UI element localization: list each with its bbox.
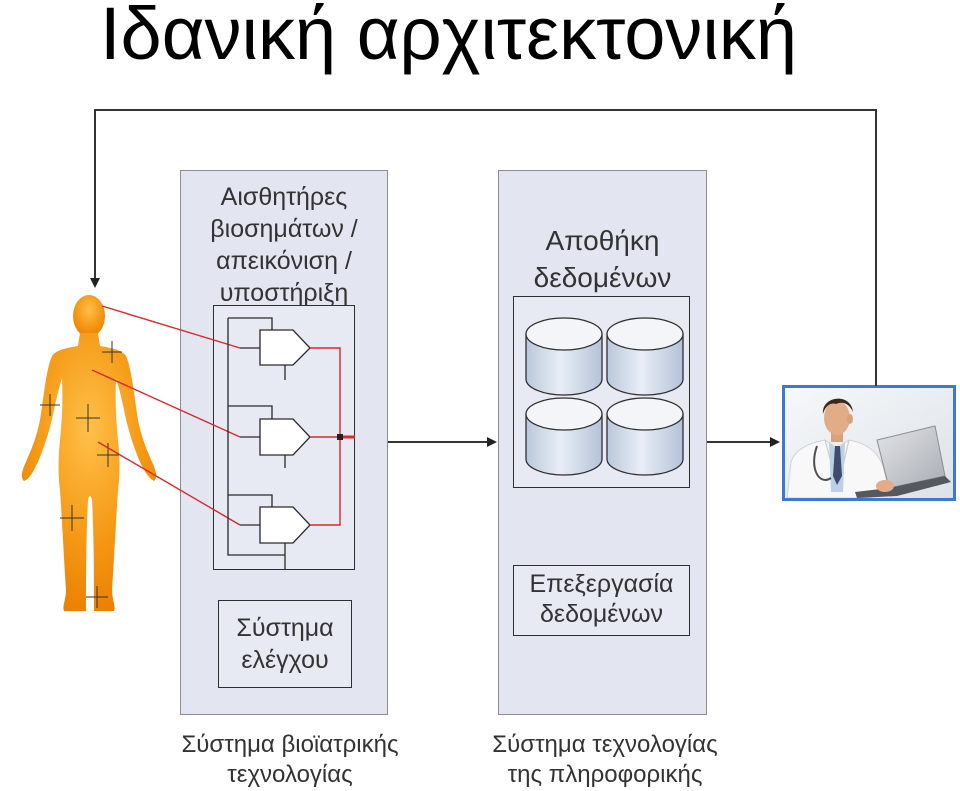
doctor-hand: [876, 480, 894, 492]
sensor-markers: [40, 341, 122, 608]
doctor-with-laptop-icon: [785, 388, 953, 498]
doctor-photo: [782, 385, 956, 501]
control-label-line: ελέγχου: [241, 646, 329, 674]
doctor-ear: [847, 414, 853, 424]
slide-title: Ιδανική αρχιτεκτονική: [100, 0, 798, 75]
control-system-label: Σύστημα ελέγχου: [218, 612, 352, 676]
doctor-face: [824, 401, 850, 435]
data-processing-box: [513, 565, 690, 636]
control-label-line: Σύστημα: [236, 614, 334, 642]
data-storage-label: Αποθήκη δεδομένων: [498, 222, 707, 296]
storage-label-line: δεδομένων: [533, 262, 672, 293]
biomedical-system-caption: Σύστημα βιοϊατρικής τεχνολογίας: [150, 730, 430, 790]
processing-label-line: δεδομένων: [540, 600, 663, 628]
laptop-base: [855, 476, 951, 498]
sensor-marker: [86, 586, 108, 608]
sensor-marker: [97, 443, 119, 467]
body-silhouette: [21, 333, 157, 611]
sensors-label: Αισθητήρες βιοσημάτων / απεικόνιση / υπο…: [180, 181, 388, 309]
sensor-marker: [102, 341, 122, 363]
processing-label-line: Επεξεργασία: [529, 570, 674, 598]
it-system-caption: Σύστημα τεχνολογίας της πληροφορικής: [465, 730, 745, 790]
caption-line: τεχνολογίας: [227, 761, 353, 788]
data-processing-label: Επεξεργασία δεδομένων: [513, 569, 690, 629]
control-system-box: [218, 600, 352, 688]
sensor-circuit-box: [213, 305, 355, 570]
sensors-label-line: Αισθητήρες: [220, 183, 348, 211]
sensor-marker: [40, 394, 60, 416]
caption-line: Σύστημα τεχνολογίας: [492, 731, 718, 758]
sensors-label-line: υποστήριξη: [219, 279, 349, 307]
caption-line: της πληροφορικής: [507, 761, 703, 788]
sensors-label-line: βιοσημάτων /: [210, 215, 358, 243]
sensor-marker: [76, 404, 100, 432]
sensor-marker: [60, 505, 84, 531]
stethoscope-icon: [813, 445, 832, 481]
doctor-hair: [822, 398, 853, 414]
body-head: [73, 295, 105, 337]
storage-label-line: Αποθήκη: [545, 225, 660, 256]
caption-line: Σύστημα βιοϊατρικής: [181, 731, 399, 758]
coat-lapels: [824, 439, 850, 467]
sensors-label-line: απεικόνιση /: [216, 247, 352, 275]
doctor-tie: [833, 446, 842, 485]
data-storage-box: [513, 296, 690, 488]
human-body-icon: [21, 295, 157, 611]
